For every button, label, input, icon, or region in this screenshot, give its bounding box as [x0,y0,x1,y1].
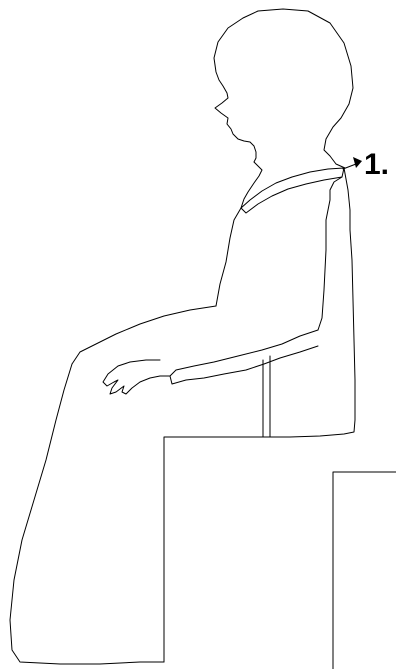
back-outline [268,168,355,437]
hand-outline [103,360,170,394]
chest-outline [216,208,241,306]
shin-back [164,437,268,662]
forearm-outline [170,330,318,384]
neck-outline [241,162,262,208]
arrow-head-icon [353,157,362,168]
arrow-line [343,164,356,169]
shin-front [10,364,164,664]
head-outline [214,9,353,168]
thigh-outline [72,306,216,364]
trouser-seam [263,356,270,437]
annotation-marker: 1. [343,148,389,181]
stool-box [333,472,396,669]
marker-label: 1. [364,148,389,181]
upper-arm-back [318,177,342,330]
